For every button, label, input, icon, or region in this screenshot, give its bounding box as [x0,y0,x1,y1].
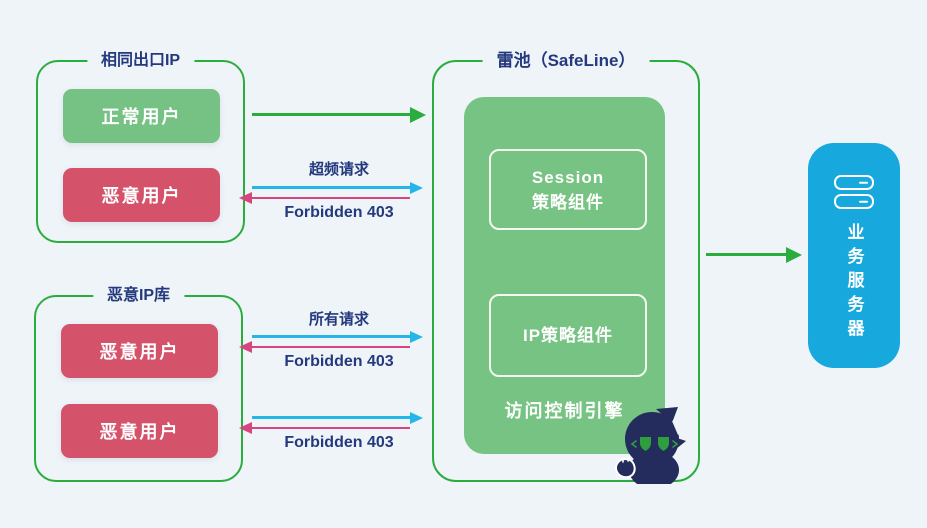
group-title-same-egress-ip: 相同出口IP [86,50,195,72]
node-normal-user: 正常用户 [63,89,220,143]
node-normal-user-label: 正常用户 [101,107,182,127]
node-business-server-label: 业务服务器 [844,223,864,343]
arrow-normal-request [252,113,410,116]
server-stack-icon [834,175,874,213]
engine-label: 访问控制引擎 [504,401,625,421]
flow-label-overfreq-request: 超频请求 [308,161,369,178]
node-malicious-user: 恶意用户 [61,324,218,378]
group-safeline-waf: 雷池（SafeLine） Session 策略组件 IP策略组件 访问控制引擎 [432,50,700,484]
node-malicious-user-label: 恶意用户 [101,186,182,206]
arrow-all-requests-response [252,346,410,348]
group-title-safeline: 雷池（SafeLine） [482,50,650,72]
node-malicious-user: 恶意用户 [61,404,218,458]
component-session-policy-line1: Session [531,167,605,187]
group-title-malicious-ip-pool: 恶意IP库 [92,285,185,307]
flow-label-forbidden-403: Forbidden 403 [284,204,394,221]
access-control-panel: Session 策略组件 IP策略组件 访问控制引擎 [464,97,665,454]
component-session-policy: Session 策略组件 [489,149,647,230]
flow-label-forbidden-403: Forbidden 403 [284,353,394,370]
component-session-policy-line2: 策略组件 [532,192,604,212]
component-ip-policy-label: IP策略组件 [522,326,614,345]
component-ip-policy: IP策略组件 [489,294,647,377]
arrow-blocked-response [252,427,410,429]
arrow-all-requests [252,335,410,338]
node-malicious-user-label: 恶意用户 [99,422,180,442]
arrow-blocked-request [252,416,410,419]
group-malicious-ip-pool: 恶意IP库 恶意用户 恶意用户 [34,285,243,482]
safeline-mascot-illustration [614,407,692,484]
node-malicious-user: 恶意用户 [63,168,220,222]
group-same-egress-ip: 相同出口IP 正常用户 恶意用户 [36,50,245,243]
arrow-to-server [706,253,786,256]
flow-label-all-requests: 所有请求 [308,311,369,328]
arrow-overfreq-request [252,186,410,189]
node-business-server: 业务服务器 [808,143,900,368]
arrow-overfreq-response [252,197,410,199]
flow-label-forbidden-403: Forbidden 403 [284,434,394,451]
node-malicious-user-label: 恶意用户 [99,342,180,362]
